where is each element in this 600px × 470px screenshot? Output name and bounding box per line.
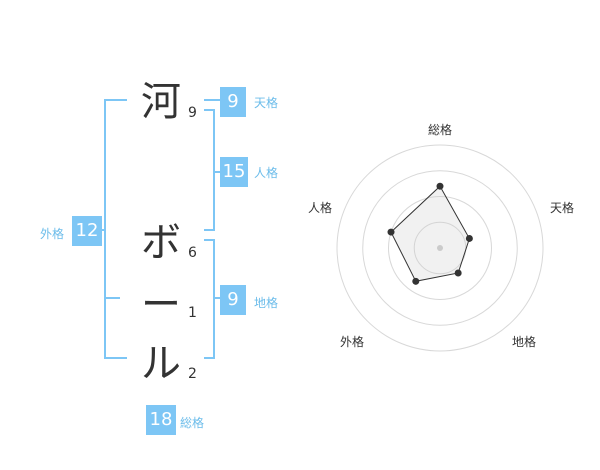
chikaku-label: 地格: [254, 296, 279, 310]
radar-polygon: [390, 185, 470, 282]
radar-point-5: [387, 228, 395, 236]
radar-ring: [388, 196, 492, 300]
name-char-3-strokes: 1: [188, 305, 197, 321]
name-char-4-strokes: 2: [188, 366, 197, 382]
jinkaku-value: 15: [220, 157, 248, 187]
name-char-4: ル: [141, 341, 181, 387]
gaikaku-label: 外格: [40, 227, 65, 241]
name-char-2-strokes: 6: [188, 245, 197, 261]
radar-axis-label-soukaku: 総格: [428, 123, 453, 137]
radar-axis-label-chikaku: 地格: [512, 335, 537, 349]
radar-point-1: [436, 182, 444, 190]
radar-point-3: [454, 269, 462, 277]
soukaku-label: 総格: [180, 416, 205, 430]
radar-ring: [336, 144, 544, 352]
name-char-3: ー: [141, 282, 181, 328]
radar-point-2: [465, 234, 473, 242]
radar-axis-label-jinkaku: 人格: [308, 201, 333, 215]
name-char-2: ボ: [141, 220, 181, 266]
radar-point-4: [412, 277, 420, 285]
soukaku-value: 18: [146, 405, 176, 435]
jinkaku-bracket: [204, 109, 215, 231]
tenkaku-value: 9: [220, 87, 246, 117]
name-char-1: 河: [141, 79, 181, 125]
gaikaku-value: 12: [72, 216, 102, 246]
radar-ring: [413, 221, 467, 275]
chikaku-value: 9: [220, 285, 246, 315]
name-char-1-strokes: 9: [188, 105, 197, 121]
jinkaku-label: 人格: [254, 166, 279, 180]
radar-axis-label-gaikaku: 外格: [340, 335, 365, 349]
radar-center: [437, 245, 443, 251]
radar-ring: [362, 170, 518, 326]
tenkaku-label: 天格: [254, 96, 279, 110]
radar-axis-label-tenkaku: 天格: [550, 201, 575, 215]
